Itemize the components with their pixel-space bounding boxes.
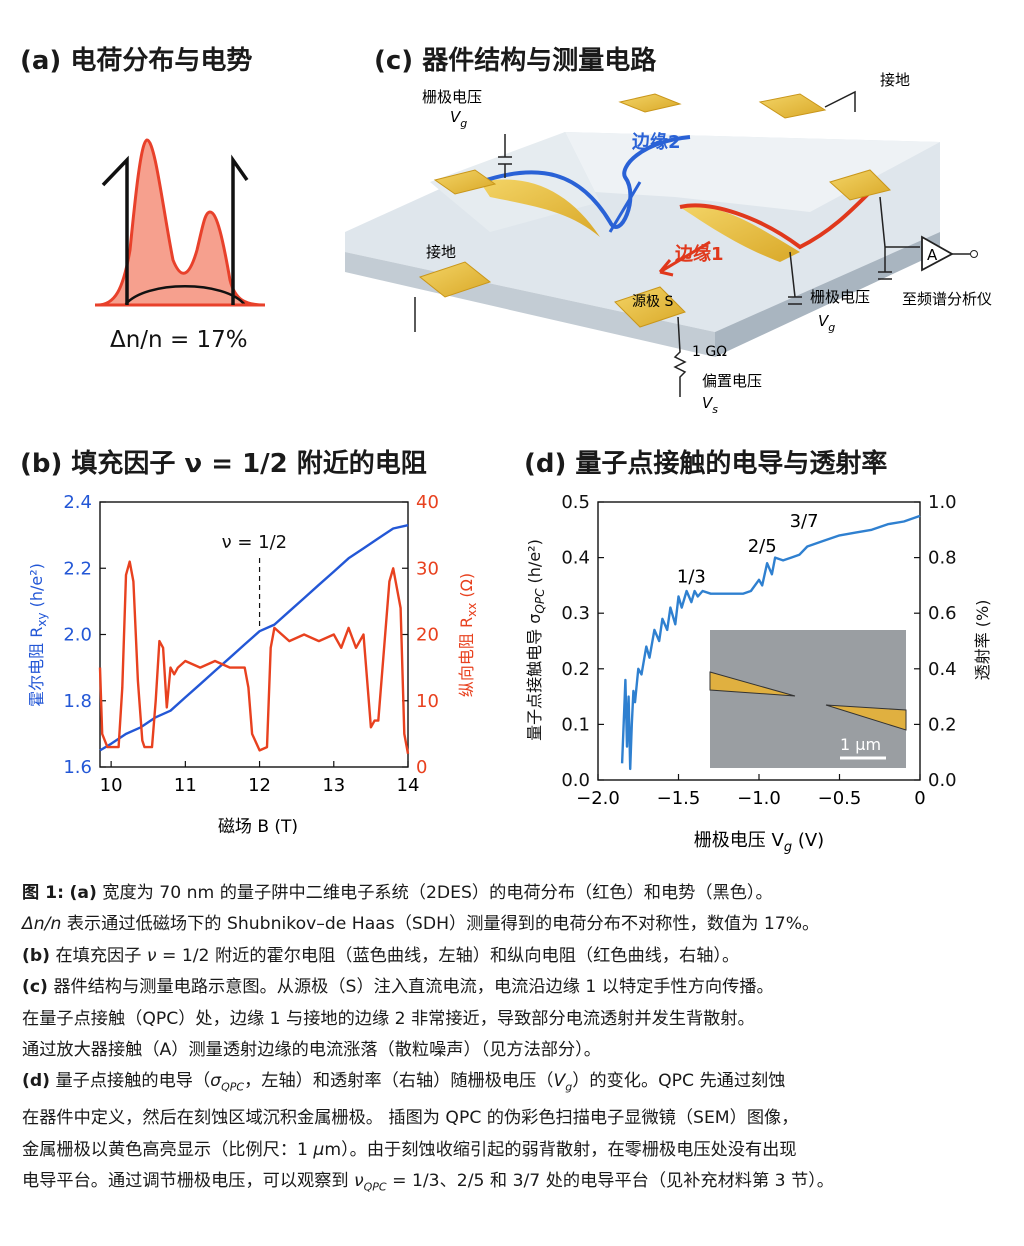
contact-right [829,169,891,201]
d-x-tick-label: −1.0 [737,788,781,809]
caption-line-2: Δn/n 表示通过低磁场下的 Shubnikov–de Haas（SDH）测量得… [22,914,820,935]
resistor-label: 1 GΩ [692,344,727,360]
d-y-right-tick-label: 0.0 [928,770,957,791]
d-x-tick-label: −2.0 [576,788,620,809]
caption-line-1: 图 1: (a) 宽度为 70 nm 的量子阱中二维电子系统（2DES）的电荷分… [22,883,773,903]
d-y-left-tick-label: 0.4 [561,548,590,569]
b-y-right-tick-label: 40 [416,492,439,513]
analyzer-label: 至频谱分析仪 [902,290,992,308]
ground-top-label: 接地 [880,72,910,89]
d-x-tick-label: 0 [914,788,925,809]
b-y-left-tick-label: 2.4 [63,492,92,513]
panel-a-title: (a) 电荷分布与电势 [20,46,253,76]
b-y-right-tick-label: 0 [416,757,427,778]
b-series-left [99,524,409,752]
d-ylabel-left: 量子点接触电导 σQPC (h/e²) [525,539,547,741]
b-xlabel: 磁场 B (T) [218,817,298,837]
d-y-right-tick-label: 0.4 [928,659,957,680]
gate-voltage-right-label: 栅极电压 [810,288,870,306]
b-y-right-tick-label: 30 [416,558,439,579]
amplifier-label: A [927,246,938,264]
inset-scale-label: 1 μm [840,735,881,754]
vs-symbol: Vs [702,394,718,416]
d-y-left-tick-label: 0.0 [561,770,590,791]
panel-a-figure: Δn/n = 17% [95,138,266,353]
b-ylabel-right: 纵向电阻 Rxx (Ω) [457,573,479,697]
b-x-tick-label: 14 [397,775,420,796]
edge1-arrow [658,240,711,277]
amplifier-icon [921,235,954,272]
vg-right-symbol: Vg [818,312,835,334]
d-y-left-tick-label: 0.5 [561,492,590,513]
b-y-left-tick-label: 1.6 [63,757,92,778]
caption-line-9: 金属栅极以黄色高亮显示（比例尺：1 μm）。由于刻蚀收缩引起的弱背散射，在零栅极… [22,1139,797,1160]
circuit-wires [414,90,920,397]
delta-n-label: Δn/n = 17% [110,327,248,353]
panel-d-chart: 0.0 0.1 0.2 0.3 0.4 0.5 0.0 0.2 0.4 0.6 0.8 1.0 −2… [525,492,992,855]
d-y-right-tick-label: 0.8 [928,548,957,569]
edge1-label: 边缘1 [674,244,724,265]
panel-d-title: (d) 量子点接触的电导与透射率 [524,449,888,479]
edge2-path [479,135,691,229]
bias-voltage-label: 偏置电压 [702,372,762,390]
panel-b-chart: 1.6 1.8 2.0 2.2 2.4 0 10 20 30 40 10 11 12 13 14 ν =… [27,492,479,837]
b-y-left-tick-label: 2.0 [63,625,92,646]
caption-line-5: 在量子点接触（QPC）处，边缘 1 与接地的边缘 2 非常接近，导致部分电流透射… [22,1008,755,1029]
potential-curve [101,154,249,305]
panel-c-figure: A 栅极电压 Vg 边缘2 边缘1 接地 接地 源极 S 至频谱分析仪 栅极电压… [345,72,992,416]
b-ylabel-left: 霍尔电阻 Rxy (h/e²) [27,563,49,707]
d-xlabel: 栅极电压 Vg (V) [694,830,824,855]
caption-line-10: 电导平台。通过调节栅极电压，可以观察到 νQPC = 1/3、2/5 和 3/7… [22,1171,834,1194]
d-y-right-tick-label: 1.0 [928,492,957,513]
d-y-left-tick-label: 0.1 [561,714,590,735]
contact-left [433,169,497,195]
plateau-label: 3/7 [790,511,819,532]
contact-top-left [618,93,682,113]
b-x-tick-label: 10 [100,775,123,796]
figure-caption: 图 1: (a) 宽度为 70 nm 的量子阱中二维电子系统（2DES）的电荷分… [22,878,1007,1203]
left-gate [480,179,600,237]
contact-top-right [758,93,827,119]
edge2-label: 边缘2 [631,132,681,153]
b-series-right [98,560,410,755]
d-ylabel-right: 透射率 (%) [973,600,992,681]
d-y-left-tick-label: 0.3 [561,603,590,624]
caption-line-6: 通过放大器接触（A）测量透射边缘的电流涨落（散粒噪声）（见方法部分）。 [22,1040,601,1061]
b-x-tick-label: 13 [322,775,345,796]
d-x-tick-label: −0.5 [818,788,862,809]
charge-distribution-fill [96,138,266,307]
b-x-tick-label: 12 [248,775,271,796]
edge1-path [679,190,872,250]
gate-voltage-top-label: 栅极电压 [422,88,482,106]
ground-left-label: 接地 [426,243,456,261]
contact-source [614,286,686,328]
sem-inset: 1 μm [709,630,907,768]
b-y-left-tick-label: 1.8 [63,691,92,712]
plateau-label: 1/3 [677,567,706,588]
nu-half-annotation: ν = 1/2 [222,532,288,553]
d-y-left-tick-label: 0.2 [561,659,590,680]
vg-top-symbol: Vg [450,108,467,130]
panel-b-title: (b) 填充因子 ν = 1/2 附近的电阻 [20,449,427,479]
source-label: 源极 S [632,294,673,310]
caption-line-8: 在器件中定义，然后在刻蚀区域沉积金属栅极。 插图为 QPC 的伪彩色扫描电子显微… [22,1108,799,1129]
d-series-left [620,514,921,771]
d-y-right-tick-label: 0.6 [928,603,957,624]
panel-c-title: (c) 器件结构与测量电路 [374,46,657,76]
d-x-tick-label: −1.5 [657,788,701,809]
b-y-right-tick-label: 20 [416,625,439,646]
caption-line-3: (b) 在填充因子 ν = 1/2 附近的霍尔电阻（蓝色曲线，左轴）和纵向电阻（… [22,945,740,966]
b-y-right-tick-label: 10 [416,691,439,712]
contact-ground-left [418,261,492,298]
d-y-right-tick-label: 0.2 [928,714,957,735]
edge2-arrow [608,181,642,233]
right-gate [680,206,800,262]
b-y-left-tick-label: 2.2 [63,558,92,579]
charge-baseline-curve [124,285,246,306]
b-x-tick-label: 11 [174,775,197,796]
caption-line-4: (c) 器件结构与测量电路示意图。从源极（S）注入直流电流，电流沿边缘 1 以特… [22,977,774,998]
caption-line-7: (d) 量子点接触的电导（σQPC，左轴）和透射率（右轴）随栅极电压（Vg）的变… [22,1071,786,1094]
plateau-label: 2/5 [748,536,777,557]
